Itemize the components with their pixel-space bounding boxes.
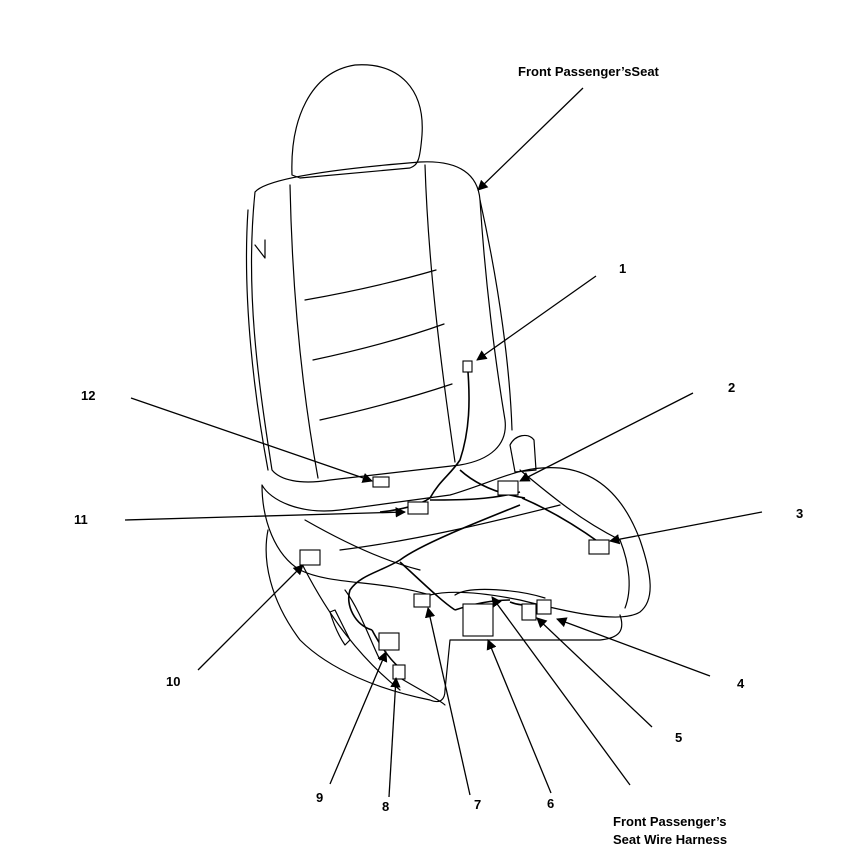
seat-base: [265, 529, 623, 703]
callout-1: 1: [619, 261, 627, 276]
callout-8: 8: [382, 799, 390, 814]
seat-illustration: [245, 64, 651, 706]
harness-label-line-1: Front Passenger’s: [613, 814, 727, 829]
connector-12: [372, 476, 390, 488]
callout-5: 5: [675, 730, 683, 745]
callout-3: 3: [796, 506, 804, 521]
leader-3: [608, 511, 763, 545]
seat-cushion: [261, 467, 651, 618]
callout-7: 7: [474, 797, 482, 812]
callout-10: 10: [166, 674, 181, 689]
leader-harness: [491, 596, 631, 786]
connector-10: [299, 549, 321, 566]
harness-label-line-2: Seat Wire Harness: [613, 832, 728, 847]
leader-12: [130, 397, 373, 483]
connector-2: [497, 480, 519, 496]
connector-5: [521, 603, 537, 621]
connector-3: [588, 539, 610, 555]
leader-title: [477, 87, 584, 191]
seat-title-label: Front Passenger’sSeat: [518, 64, 659, 79]
leader-10: [197, 564, 304, 671]
leader-5: [536, 617, 653, 728]
callout-2: 2: [728, 380, 736, 395]
headrest: [291, 64, 423, 179]
leader-4: [556, 617, 711, 677]
connector-4: [536, 599, 552, 615]
leader-lines: [124, 87, 763, 798]
connector-7: [413, 593, 431, 608]
callout-9: 9: [316, 790, 324, 805]
leader-1: [476, 275, 597, 361]
leader-6: [486, 639, 552, 794]
connector-6: [462, 603, 494, 637]
callout-4: 4: [737, 676, 745, 691]
leader-9: [329, 651, 388, 785]
connector-11: [407, 501, 429, 515]
connector-8: [392, 664, 406, 680]
callout-6: 6: [547, 796, 555, 811]
leader-8: [388, 676, 401, 798]
seat-back: [250, 161, 506, 483]
callout-12: 12: [81, 388, 96, 403]
callout-11: 11: [74, 512, 88, 527]
connector-1: [462, 360, 473, 373]
leader-11: [124, 507, 407, 521]
leader-7: [424, 606, 471, 796]
leader-2: [519, 392, 694, 482]
connectors: [299, 360, 610, 680]
connector-9: [378, 632, 400, 651]
